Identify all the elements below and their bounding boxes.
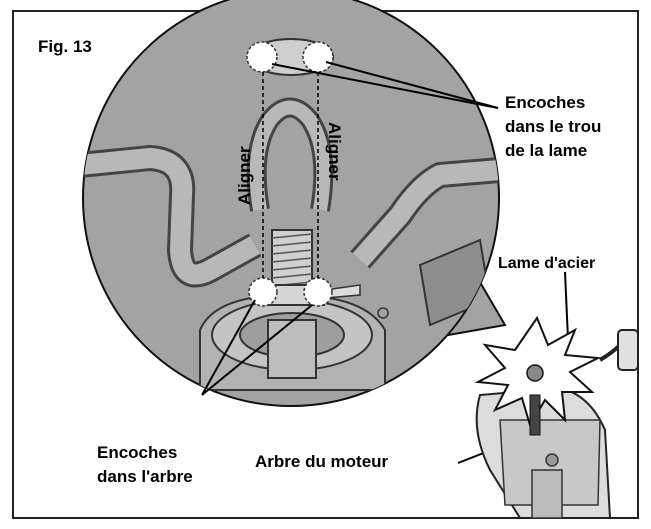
blade-notches-label-2: dans le trou	[505, 117, 601, 136]
align-label-right: Aligner	[325, 122, 344, 181]
shaft-notch-right	[304, 278, 332, 306]
blade-notches-label-1: Encoches	[505, 93, 585, 112]
shaft-collar	[268, 320, 316, 378]
align-label-left: Aligner	[235, 146, 254, 205]
blade-notch-left	[247, 42, 277, 72]
motor-shaft-icon	[530, 395, 540, 435]
motor-shaft-label: Arbre du moteur	[255, 452, 389, 471]
shaft-notches-label-1: Encoches	[97, 443, 177, 462]
steel-blade-label: Lame d'acier	[498, 255, 595, 272]
blade-notches-label-3: de la lame	[505, 141, 587, 160]
blade-center	[527, 365, 543, 381]
figure-title: Fig. 13	[38, 37, 92, 56]
shaft-notches-label-2: dans l'arbre	[97, 467, 193, 486]
motor-foot	[532, 470, 562, 518]
plug-icon	[618, 330, 638, 370]
blade-notch-right	[303, 42, 333, 72]
motor-bolt	[546, 454, 558, 466]
